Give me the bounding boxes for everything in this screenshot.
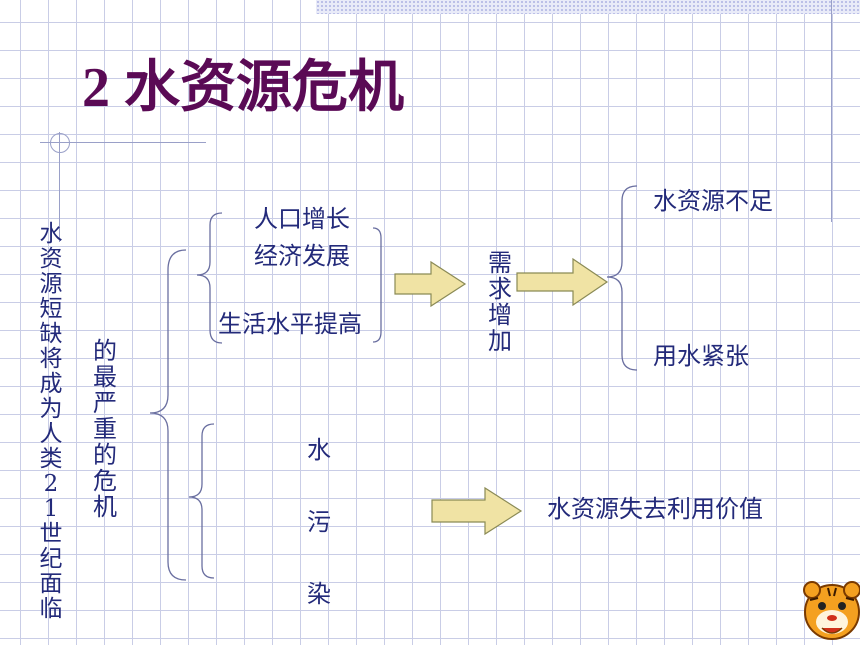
cause-population: 人口增长: [254, 205, 350, 233]
pollution-char-1: 水: [307, 436, 331, 464]
secondary-vertical-statement: 的最严重的危机: [93, 337, 117, 521]
causes-right-bracket: [372, 227, 382, 343]
pollution-char-3: 染: [307, 580, 331, 608]
decorative-title-underline: [40, 142, 206, 143]
result-shortage: 水资源不足: [653, 187, 773, 215]
decorative-vertical-line: [831, 0, 832, 222]
pollution-brace: [188, 423, 215, 579]
decorative-circle: [50, 133, 70, 153]
slide-title: 2 水资源危机: [82, 57, 404, 119]
demand-increase-text: 需求增加: [488, 249, 512, 355]
arrow-to-results: [516, 257, 609, 307]
cause-economy: 经济发展: [254, 242, 350, 270]
decorative-left-line: [59, 132, 60, 242]
cause-living: 生活水平提高: [218, 310, 362, 338]
arrow-to-pollution-result: [431, 486, 523, 536]
main-brace: [149, 249, 187, 581]
main-vertical-statement: 水资源短缺将成为人类21世纪面临: [39, 221, 63, 622]
pollution-result: 水资源失去利用价值: [547, 495, 763, 523]
arrow-to-demand: [394, 260, 467, 308]
result-tension: 用水紧张: [653, 342, 749, 370]
results-brace: [606, 185, 638, 371]
causes-brace: [196, 212, 223, 344]
pollution-char-2: 污: [307, 508, 331, 536]
top-dotted-band: [316, 0, 860, 14]
tiger-cartoon-icon: [803, 581, 860, 640]
